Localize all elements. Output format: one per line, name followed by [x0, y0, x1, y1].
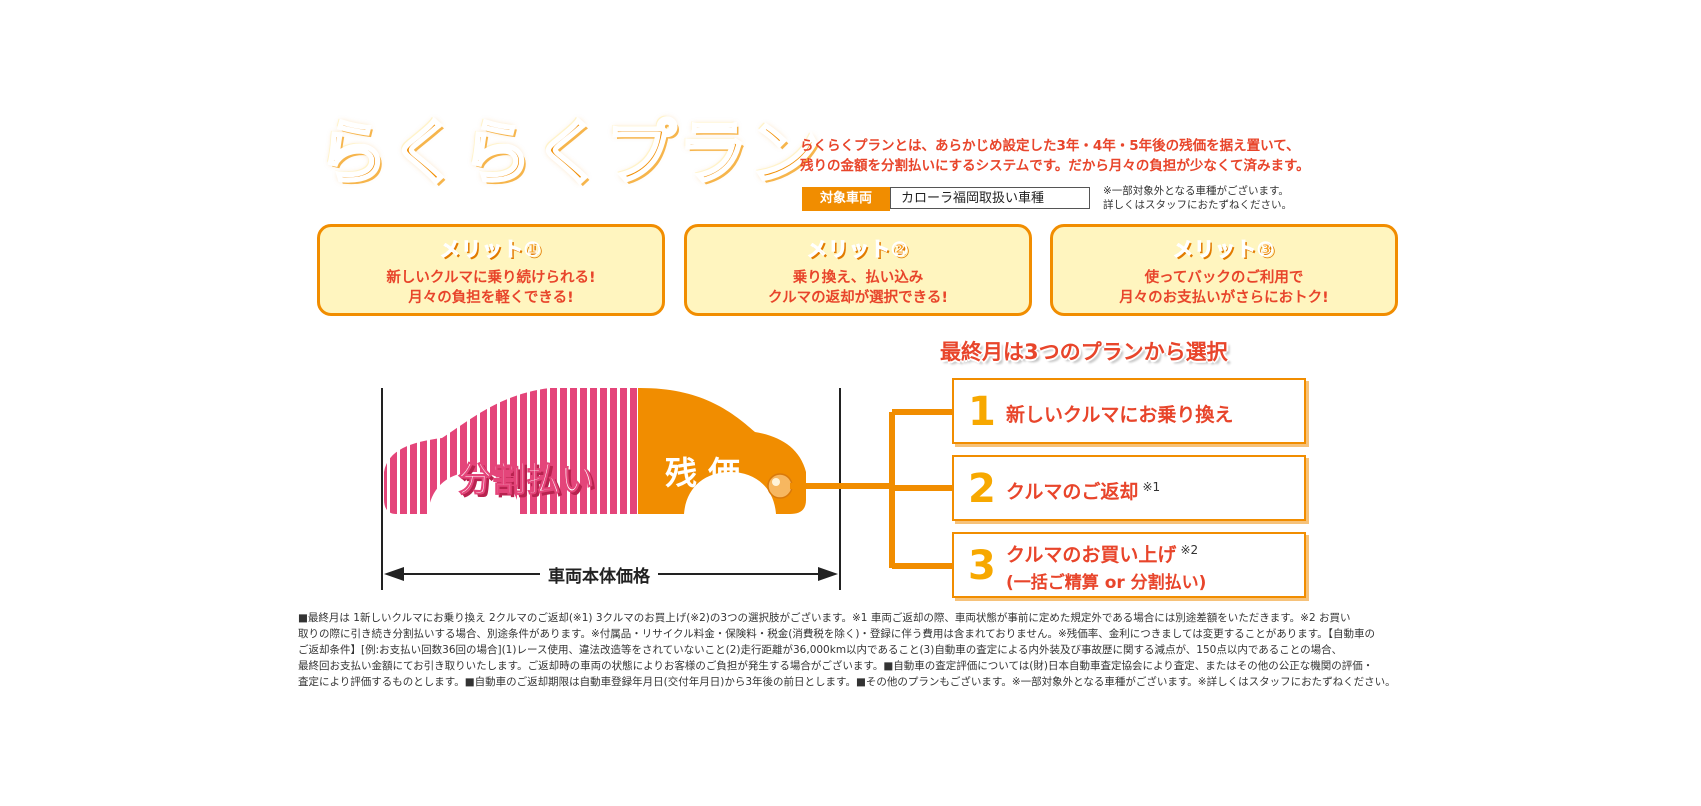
wheel-icon [440, 480, 508, 548]
wheel-icon [696, 480, 764, 548]
footnotes: ■最終月は 1新しいクルマにお乗り換え 2クルマのご返却(※1) 3クルマのお買… [298, 610, 1424, 690]
merit-box-1: メリット① 新しいクルマに乗り続けられる! 月々の負担を軽くできる! [317, 224, 665, 316]
plans-heading: 最終月は3つのプランから選択 [940, 340, 1228, 364]
plan-label-wrapper: クルマのお買い上げ※2 [1006, 540, 1198, 567]
merit-line: 月々のお支払いがさらにおトク! [1119, 290, 1329, 306]
arrow-right-icon [818, 567, 838, 581]
plan-sub-label: (一括ご精算 or 分割払い) [1006, 573, 1207, 593]
plan-number: 3 [968, 543, 996, 589]
plan-number: 1 [968, 389, 996, 435]
note-line: 詳しくはスタッフにおたずねください。 [1103, 199, 1292, 211]
plan-note: ※2 [1180, 542, 1199, 557]
footnote-line: 査定により評価するものとします。■自動車のご返却期限は自動車登録年月日(交付年月… [298, 676, 1396, 688]
plan-label: クルマのご返却 [1006, 481, 1139, 503]
merit-title: メリット③ [1173, 237, 1275, 262]
target-vehicle-label: 対象車両 [802, 187, 890, 211]
merit-title: メリット① [440, 237, 542, 262]
footnote-line: 取りの際に引き続き分割払いする場合、別途条件があります。※付属品・リサイクル料金… [298, 628, 1375, 640]
merit-box-3: メリット③ 使ってバックのご利用で 月々のお支払いがさらにおトク! [1050, 224, 1398, 316]
note-line: ※一部対象外となる車種がございます。 [1103, 185, 1289, 197]
merit-line: 乗り換え、払い込み [792, 270, 924, 286]
car-diagram [381, 388, 841, 590]
plan-option-1: 1 新しいクルマにお乗り換え [952, 378, 1306, 444]
target-vehicle-note: ※一部対象外となる車種がございます。 詳しくはスタッフにおたずねください。 [1103, 184, 1292, 212]
plan-connector [790, 409, 955, 569]
intro-line: らくらくプランとは、あらかじめ設定した3年・4年・5年後の残価を据え置いて、 [800, 138, 1300, 154]
connector-ball-icon [767, 473, 793, 499]
merit-line: 使ってバックのご利用で [1144, 270, 1304, 286]
merit-text: 新しいクルマに乗り続けられる! 月々の負担を軽くできる! [320, 268, 662, 308]
arrow-left-icon [384, 567, 404, 581]
footnote-line: ご返却条件】[例:お支払い回数36回の場合](1)レース使用、違法改造等をされて… [298, 644, 1343, 656]
merit-box-2: メリット② 乗り換え、払い込み クルマの返却が選択できる! [684, 224, 1032, 316]
target-vehicle-value: カローラ福岡取扱い車種 [890, 187, 1090, 209]
merit-line: クルマの返却が選択できる! [768, 290, 948, 306]
footnote-line: 最終回お支払い金額にてお引き取りいたします。ご返却時の車両の状態によりお客様のご… [298, 660, 1374, 672]
residual-label: 残 価 [665, 454, 741, 492]
plan-label: クルマのお買い上げ [1006, 544, 1177, 566]
plan-number: 2 [968, 466, 996, 512]
plan-label-wrapper: クルマのご返却※1 [1006, 477, 1160, 504]
merit-line: 新しいクルマに乗り続けられる! [386, 270, 596, 286]
plan-label: 新しいクルマにお乗り換え [1006, 404, 1234, 426]
merit-line: 月々の負担を軽くできる! [408, 290, 574, 306]
vehicle-price-label: 車両本体価格 [540, 562, 658, 587]
intro-text: らくらくプランとは、あらかじめ設定した3年・4年・5年後の残価を据え置いて、 残… [800, 136, 1310, 176]
merit-title: メリット② [807, 237, 909, 262]
plan-option-2: 2 クルマのご返却※1 [952, 455, 1306, 521]
intro-line: 残りの金額を分割払いにするシステムです。だから月々の負担が少なくて済みます。 [800, 158, 1310, 174]
footnote-line: ■最終月は 1新しいクルマにお乗り換え 2クルマのご返却(※1) 3クルマのお買… [298, 612, 1351, 624]
merit-text: 乗り換え、払い込み クルマの返却が選択できる! [687, 268, 1029, 308]
merit-text: 使ってバックのご利用で 月々のお支払いがさらにおトク! [1053, 268, 1395, 308]
plan-option-3: 3 クルマのお買い上げ※2 (一括ご精算 or 分割払い) [952, 532, 1306, 598]
page-title: らくらくプラン [317, 112, 822, 194]
installment-label: 分割払い [458, 460, 595, 501]
plan-note: ※1 [1142, 479, 1161, 494]
